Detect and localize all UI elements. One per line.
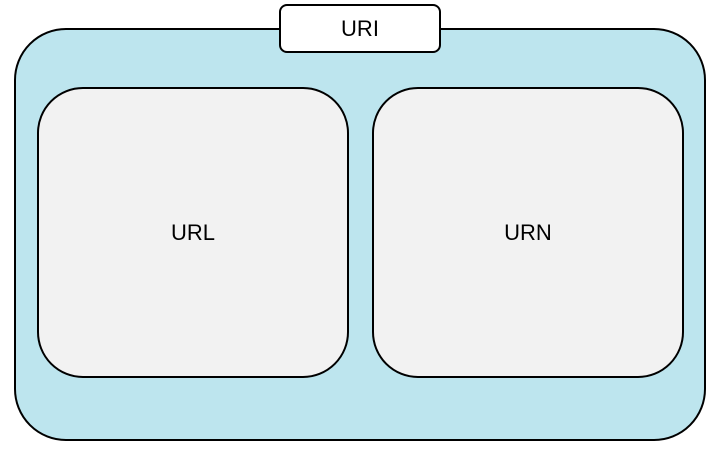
uri-tag: URI (279, 4, 441, 53)
urn-label: URN (504, 219, 552, 245)
url-box: URL (37, 87, 349, 378)
urn-box: URN (372, 87, 684, 378)
uri-label: URI (341, 15, 379, 41)
url-label: URL (170, 219, 215, 245)
